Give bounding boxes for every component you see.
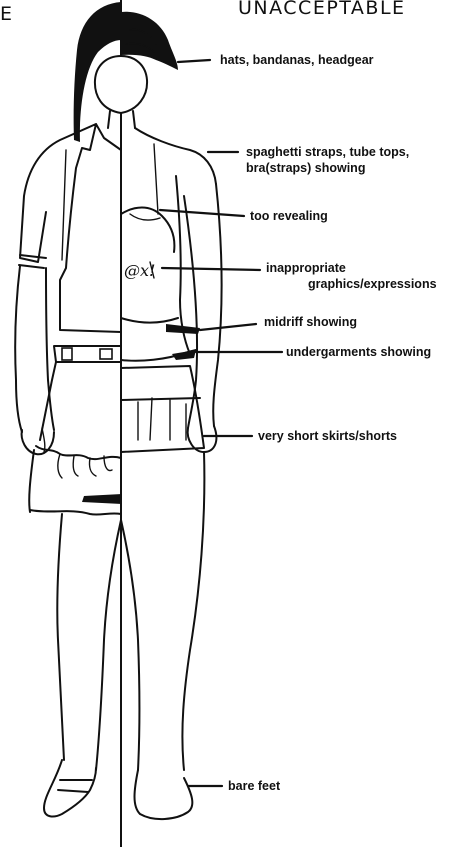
shirt-seam (62, 150, 66, 260)
label-revealing: too revealing (250, 209, 328, 223)
left-arm (15, 266, 54, 432)
label-graphics-1: inappropriate (266, 261, 346, 275)
neck-left (108, 111, 110, 128)
label-graphics-2: graphics/expressions (308, 277, 437, 291)
label-feet: bare feet (228, 779, 281, 793)
label-straps-1: spaghetti straps, tube tops, (246, 145, 409, 159)
bra-line (130, 214, 160, 220)
label-midriff: midriff showing (264, 315, 357, 329)
label-headgear: hats, bandanas, headgear (220, 53, 374, 67)
neck-right (133, 111, 135, 128)
leader-headgear (178, 60, 210, 62)
right-arm (184, 184, 222, 428)
skirt-band (121, 398, 200, 400)
belt-loop (62, 348, 72, 360)
shoe-strap (58, 780, 92, 792)
acceptable-shirt (20, 124, 121, 332)
bare-foot (135, 770, 193, 819)
header-right: UNACCEPTABLE (238, 0, 406, 19)
acceptable-shorts (40, 362, 121, 450)
shorts-patch (82, 494, 122, 504)
header-left: E (0, 3, 14, 25)
spaghetti-strap (154, 144, 158, 214)
face (95, 56, 147, 113)
midriff-line (121, 318, 178, 323)
label-skirts: very short skirts/shorts (258, 429, 397, 443)
leader-midriff (200, 324, 256, 330)
left-leg (57, 514, 121, 770)
tube-top (121, 208, 174, 253)
label-undergarments: undergarments showing (286, 345, 431, 359)
leader-revealing (160, 210, 244, 216)
left-shoe (44, 760, 96, 816)
shorts-bottom (30, 510, 121, 515)
right-leg (121, 452, 204, 770)
belt-buckle (100, 349, 112, 359)
leader-graphics (162, 268, 260, 270)
midriff-mark (166, 324, 200, 334)
skirt-pleats (138, 398, 186, 440)
label-straps-2: bra(straps) showing (246, 161, 365, 175)
undergarment-mark (172, 350, 196, 360)
